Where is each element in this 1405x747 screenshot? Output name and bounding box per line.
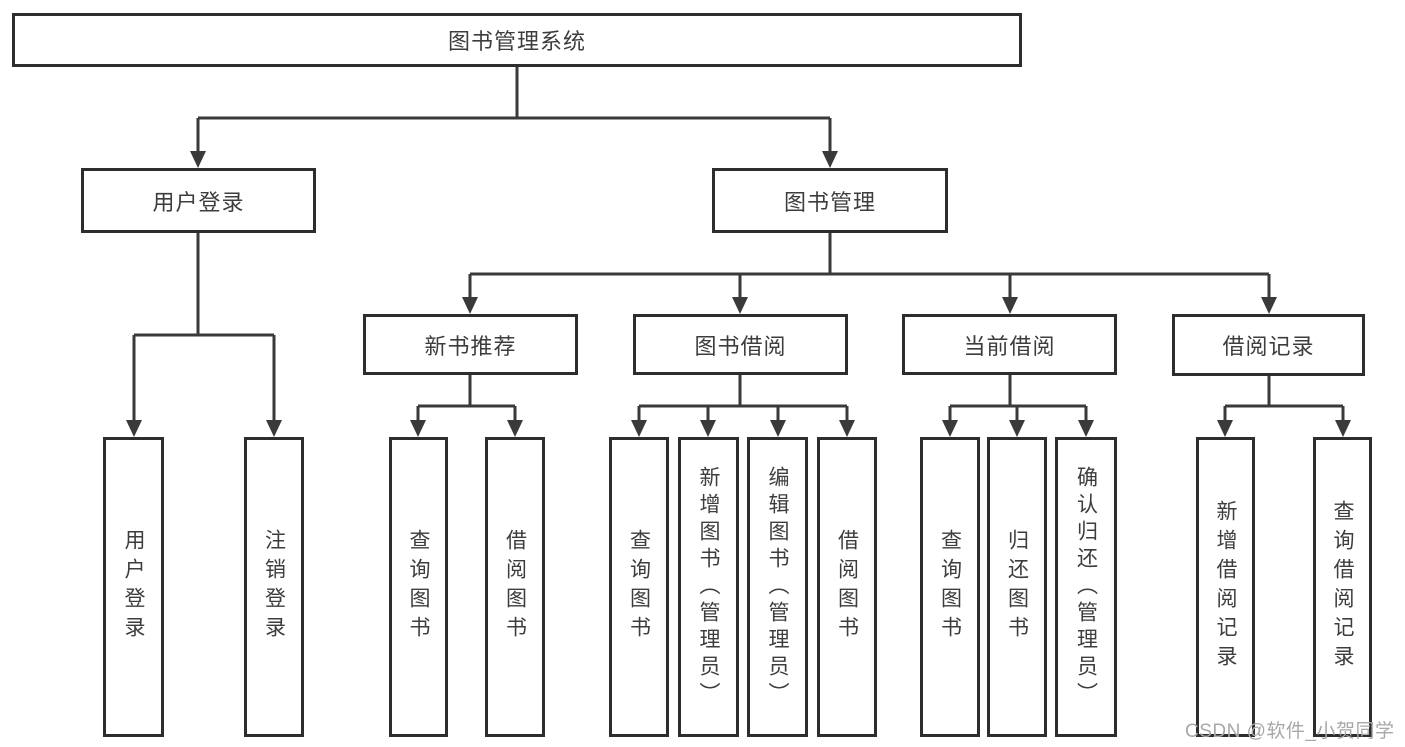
node-label: 查询图书 [938, 529, 962, 645]
node-label: 借阅图书 [835, 529, 859, 645]
node-add-borrow-record: 新增借阅记录 [1196, 437, 1255, 737]
node-confirm-return-admin: 确认归还（管理员） [1055, 437, 1117, 737]
node-library-management-system: 图书管理系统 [12, 13, 1022, 67]
node-label: 图书管理系统 [447, 29, 586, 54]
node-label: 确认归还（管理员） [1074, 465, 1098, 709]
node-query-borrow-record: 查询借阅记录 [1313, 437, 1372, 737]
node-book-borrowing: 图书借阅 [633, 314, 848, 375]
watermark: CSDN @软件_小贺同学 [1185, 721, 1395, 742]
node-label: 图书借阅 [694, 333, 787, 359]
node-borrow-books-borrowing: 借阅图书 [817, 437, 877, 737]
node-label: 用户登录 [122, 529, 146, 645]
node-query-books-borrowing: 查询图书 [609, 437, 669, 737]
node-user-login-leaf: 用户登录 [103, 437, 164, 737]
node-label: 新增借阅记录 [1214, 500, 1238, 674]
node-label: 借阅记录 [1222, 334, 1315, 359]
node-query-books-current: 查询图书 [920, 437, 980, 737]
node-add-books-admin: 新增图书（管理员） [678, 437, 739, 737]
node-label: 编辑图书（管理员） [766, 465, 790, 709]
node-borrowing-records: 借阅记录 [1172, 314, 1365, 376]
node-new-book-recommend: 新书推荐 [363, 314, 578, 375]
node-current-borrowing: 当前借阅 [902, 314, 1117, 375]
node-user-login: 用户登录 [81, 168, 316, 233]
node-label: 图书管理 [783, 189, 876, 215]
node-label: 新书推荐 [424, 333, 517, 359]
node-label: 归还图书 [1005, 529, 1029, 645]
node-label: 借阅图书 [503, 529, 527, 645]
node-label: 注销登录 [262, 529, 286, 645]
node-query-books-recommend: 查询图书 [389, 437, 448, 737]
node-label: 新增图书（管理员） [697, 465, 721, 709]
node-book-management: 图书管理 [712, 168, 948, 233]
node-label: 查询图书 [627, 529, 651, 645]
node-label: 当前借阅 [963, 333, 1056, 359]
node-label: 查询借阅记录 [1331, 500, 1355, 674]
node-label: 用户登录 [152, 189, 245, 215]
node-return-books: 归还图书 [987, 437, 1047, 737]
node-logout-login: 注销登录 [244, 437, 304, 737]
node-edit-books-admin: 编辑图书（管理员） [747, 437, 808, 737]
node-borrow-books-recommend: 借阅图书 [485, 437, 545, 737]
node-label: 查询图书 [407, 529, 431, 645]
